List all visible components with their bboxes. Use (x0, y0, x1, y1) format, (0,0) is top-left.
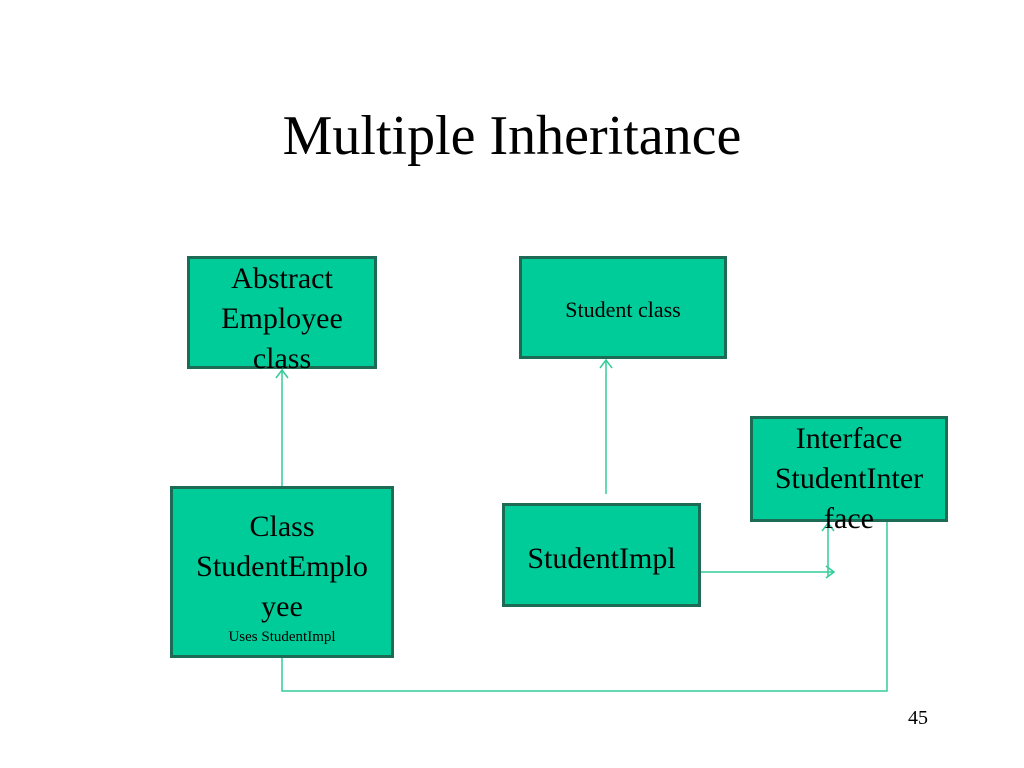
student-employee-line-3: yee (261, 590, 303, 623)
student-employee-uses-note: Uses StudentImpl (228, 629, 336, 645)
abstract-employee-class-box: Abstract Employee class (187, 256, 377, 375)
student-impl-box: StudentImpl (502, 503, 701, 607)
interface-line-3: face (824, 502, 874, 535)
abstract-employee-line-2: Employee (221, 302, 343, 335)
implements-arrow-impl (701, 565, 836, 579)
student-employee-class-box: Class StudentEmplo yee Uses StudentImpl (170, 486, 394, 658)
abstract-employee-line-3: class (252, 342, 312, 375)
slide-title: Multiple Inheritance (282, 105, 742, 167)
student-employee-line-1: Class (249, 510, 315, 543)
student-class-label: Student class (565, 297, 681, 322)
student-employee-line-2: StudentEmplo (196, 550, 368, 583)
interface-student-interface-box: Interface StudentInter face (750, 416, 948, 535)
student-class-box: Student class (519, 256, 727, 359)
implements-arrow-interface (821, 521, 835, 576)
uses-connector (281, 520, 888, 692)
page-number: 45 (908, 707, 928, 729)
inheritance-arrow-employee (275, 368, 289, 487)
abstract-employee-line-1: Abstract (231, 262, 333, 295)
interface-line-1: Interface (795, 422, 903, 455)
student-impl-label: StudentImpl (527, 542, 676, 575)
interface-line-2: StudentInter (774, 462, 924, 495)
inheritance-arrow-student (599, 358, 613, 494)
